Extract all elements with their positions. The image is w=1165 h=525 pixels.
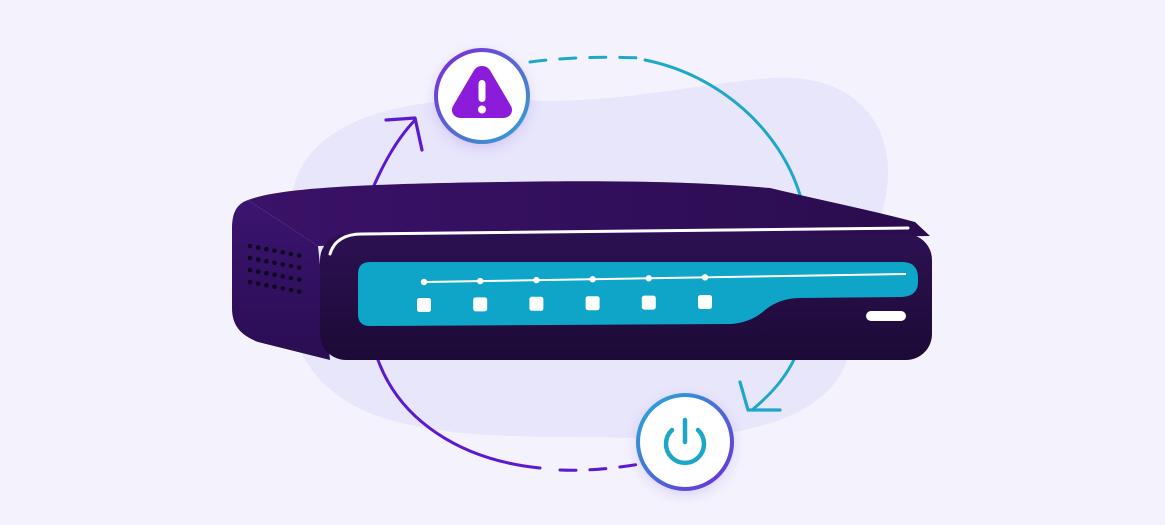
router-side — [232, 200, 330, 360]
router-front-highlight — [328, 226, 910, 256]
vent-hole — [255, 245, 261, 250]
vent-hole — [272, 272, 277, 278]
vent-hole — [247, 267, 253, 273]
vent-hole — [288, 275, 294, 281]
vent-hole — [264, 270, 269, 276]
power-icon — [663, 417, 707, 466]
status-dot — [645, 275, 652, 282]
vent-hole — [280, 274, 286, 279]
status-dot — [533, 276, 540, 284]
status-light — [641, 295, 656, 310]
cycle-arrowhead-purple — [384, 116, 424, 152]
vent-hole — [264, 282, 269, 288]
vent-hole — [272, 284, 277, 290]
vent-hole — [296, 277, 302, 282]
vent-hole — [280, 262, 286, 267]
cycle-arc-top-right — [528, 55, 642, 64]
status-dot — [589, 276, 596, 283]
status-light — [473, 297, 488, 312]
status-light — [417, 298, 431, 312]
router-vents — [247, 243, 302, 294]
warning-triangle-icon — [451, 66, 513, 118]
router-display-panel — [358, 262, 918, 326]
status-light — [529, 296, 544, 311]
vent-hole — [288, 251, 294, 257]
vent-hole — [280, 286, 286, 291]
vent-hole — [247, 279, 253, 285]
vent-hole — [255, 257, 261, 262]
status-dot — [420, 278, 428, 286]
vent-hole — [296, 289, 302, 294]
status-light — [585, 296, 600, 311]
vent-hole — [255, 281, 261, 286]
vent-hole — [280, 250, 286, 255]
cycle-arc-right — [643, 58, 802, 197]
vent-hole — [247, 243, 253, 249]
vent-hole — [272, 248, 277, 254]
status-dot — [477, 277, 484, 285]
vent-hole — [264, 246, 269, 252]
power-badge — [636, 393, 734, 491]
vent-hole — [288, 287, 294, 293]
vent-hole — [288, 263, 294, 269]
router — [232, 181, 932, 360]
cycle-arc-left-bottom — [376, 358, 542, 470]
router-light-line — [423, 273, 907, 283]
vent-hole — [296, 253, 302, 258]
cycle-arc-left-top — [370, 118, 417, 192]
router-status-lights — [417, 274, 712, 312]
router-indicator-slot — [866, 311, 906, 321]
warning-badge — [434, 48, 530, 144]
status-light — [698, 295, 712, 309]
vent-hole — [296, 265, 302, 270]
vent-hole — [255, 269, 261, 274]
cycle-arc-bottom-dashed — [558, 462, 642, 472]
vent-hole — [264, 258, 269, 264]
cycle-arrowhead-cyan — [738, 380, 782, 412]
vent-hole — [247, 255, 253, 261]
vent-hole — [272, 260, 277, 266]
status-dot — [701, 274, 709, 281]
